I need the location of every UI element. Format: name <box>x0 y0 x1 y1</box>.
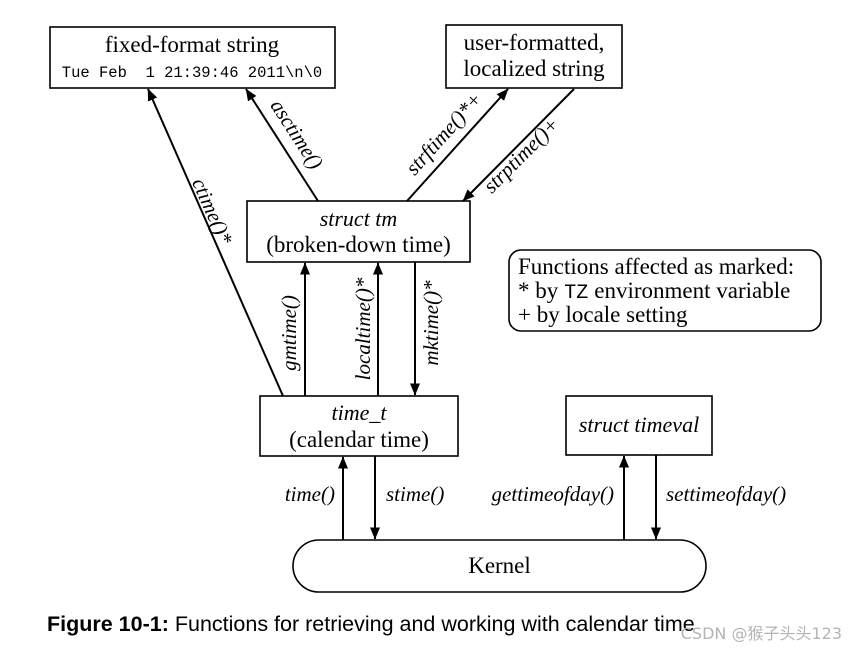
strptime-arrow <box>462 88 575 202</box>
legend-title: Functions affected as marked: <box>518 254 794 279</box>
figure-caption: Figure 10-1:Functions for retrieving and… <box>47 612 695 636</box>
figure-caption-text: Functions for retrieving and working wit… <box>175 612 695 636</box>
strptime-label: strptime()+ <box>478 112 564 198</box>
kernel-label: Kernel <box>468 553 531 578</box>
struct-tm-node: struct tm (broken-down time) <box>246 200 471 263</box>
settimeofday-label: settimeofday() <box>666 482 786 506</box>
fixed-format-string-example: Tue Feb 1 21:39:46 2011\n\0 <box>62 64 322 82</box>
time-label: time() <box>285 482 335 506</box>
legend-asterisk-suffix: environment variable <box>594 278 790 303</box>
struct-timeval-name: struct timeval <box>579 412 699 437</box>
gettimeofday-label: gettimeofday() <box>492 482 614 506</box>
strftime-arrow <box>406 88 509 202</box>
struct-tm-box <box>246 200 471 263</box>
legend-plus-line: + by locale setting <box>518 302 688 327</box>
watermark: CSDN @猴子头头123 <box>681 624 842 643</box>
fixed-format-string-box <box>49 26 336 89</box>
fixed-format-string-title: fixed-format string <box>105 32 280 57</box>
strftime-label: strftime()*+ <box>400 87 487 179</box>
time-t-node: time_t (calendar time) <box>259 395 459 457</box>
time-t-box <box>259 395 459 457</box>
ctime-arrow <box>147 88 284 397</box>
legend-tz-code: TZ <box>564 282 588 305</box>
gmtime-label: gmtime() <box>277 295 301 371</box>
user-formatted-string-line1: user-formatted, <box>464 30 605 55</box>
user-formatted-string-node: user-formatted, localized string <box>445 24 623 89</box>
kernel-box <box>292 539 707 593</box>
struct-tm-description: (broken-down time) <box>266 232 451 257</box>
localtime-label: localtime()* <box>351 277 375 380</box>
mktime-label: mktime()* <box>419 280 443 366</box>
time-t-description: (calendar time) <box>289 427 429 452</box>
stime-label: stime() <box>386 482 444 506</box>
kernel-node: Kernel <box>292 539 707 593</box>
ctime-label: ctime()* <box>187 174 238 248</box>
struct-timeval-box <box>565 395 713 456</box>
user-formatted-string-line2: localized string <box>463 56 605 81</box>
time-t-name: time_t <box>332 400 388 425</box>
legend-asterisk-prefix: * by <box>518 278 559 303</box>
struct-timeval-node: struct timeval <box>565 395 713 456</box>
user-formatted-string-box <box>445 24 623 89</box>
asctime-arrow <box>245 88 319 202</box>
struct-tm-name: struct tm <box>320 206 398 231</box>
figure-caption-label: Figure 10-1: <box>47 612 169 636</box>
legend-box <box>508 249 822 332</box>
fixed-format-string-node: fixed-format string Tue Feb 1 21:39:46 2… <box>49 26 336 89</box>
